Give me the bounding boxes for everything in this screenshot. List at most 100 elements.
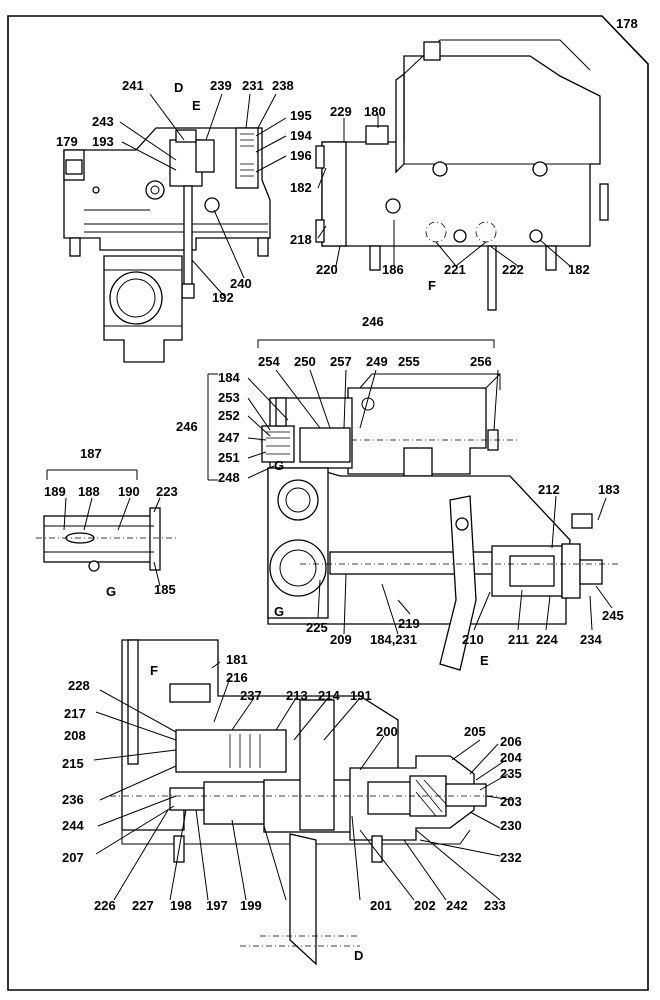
part-label: 209: [330, 632, 352, 647]
part-label: 241: [122, 78, 144, 93]
view-letter-d-top: D: [174, 80, 183, 95]
part-label: 192: [212, 290, 234, 305]
part-label: 202: [414, 898, 436, 913]
part-label: 197: [206, 898, 228, 913]
part-label: 230: [500, 818, 522, 833]
part-label: 182: [568, 262, 590, 277]
part-label: 198: [170, 898, 192, 913]
part-label: 189: [44, 484, 66, 499]
part-label: 236: [62, 792, 84, 807]
part-label: 190: [118, 484, 140, 499]
part-label: 220: [316, 262, 338, 277]
part-label: 185: [154, 582, 176, 597]
part-label: 244: [62, 818, 84, 833]
part-label: 187: [80, 446, 102, 461]
view-letter-d-bottom: D: [354, 948, 363, 963]
part-label: 257: [330, 354, 352, 369]
part-label: 231: [242, 78, 264, 93]
part-label: 223: [156, 484, 178, 499]
part-label: 196: [290, 148, 312, 163]
part-label: 233: [484, 898, 506, 913]
part-label: 183: [598, 482, 620, 497]
part-label: 199: [240, 898, 262, 913]
part-label: 193: [92, 134, 114, 149]
part-label: 201: [370, 898, 392, 913]
part-label: 214: [318, 688, 340, 703]
part-label: 240: [230, 276, 252, 291]
part-label: 206: [500, 734, 522, 749]
middle-view: [207, 339, 620, 671]
part-label: 238: [272, 78, 294, 93]
part-label: 191: [350, 688, 372, 703]
part-label: 218: [290, 232, 312, 247]
part-label: 194: [290, 128, 312, 143]
part-label: 254: [258, 354, 280, 369]
part-label: 252: [218, 408, 240, 423]
part-label: 235: [500, 766, 522, 781]
part-label: 219: [398, 616, 420, 631]
leader-lines: [63, 93, 613, 901]
part-label: 245: [602, 608, 624, 623]
part-label: 182: [290, 180, 312, 195]
part-label: 208: [64, 728, 86, 743]
part-label: 242: [446, 898, 468, 913]
part-label: 216: [226, 670, 248, 685]
part-label: 226: [94, 898, 116, 913]
part-label: 204: [500, 750, 522, 765]
view-letter-g-lower: G: [274, 604, 284, 619]
part-label: 250: [294, 354, 316, 369]
top-left-view: [63, 127, 271, 363]
part-label: 222: [502, 262, 524, 277]
part-label: 228: [68, 678, 90, 693]
sheet-number: 178: [616, 16, 638, 31]
part-label: 212: [538, 482, 560, 497]
part-label: 224: [536, 632, 558, 647]
part-label: 251: [218, 450, 240, 465]
part-label: 207: [62, 850, 84, 865]
view-letter-f-top: F: [428, 278, 436, 293]
part-label: 225: [306, 620, 328, 635]
part-label: 221: [444, 262, 466, 277]
part-label: 229: [330, 104, 352, 119]
part-label: 232: [500, 850, 522, 865]
part-label: 179: [56, 134, 78, 149]
part-label: 210: [462, 632, 484, 647]
top-right-view: [315, 39, 609, 311]
part-label: 186: [382, 262, 404, 277]
part-label: 200: [376, 724, 398, 739]
part-label: 227: [132, 898, 154, 913]
part-label: 180: [364, 104, 386, 119]
part-label: 184: [218, 370, 240, 385]
part-label: 184,231: [370, 632, 417, 647]
detail-g: [36, 469, 176, 572]
part-label: 239: [210, 78, 232, 93]
part-label: 181: [226, 652, 248, 667]
part-label: 188: [78, 484, 100, 499]
part-label: 213: [286, 688, 308, 703]
view-letter-e-mid: E: [480, 653, 489, 668]
part-label: 195: [290, 108, 312, 123]
part-label: 249: [366, 354, 388, 369]
view-letter-g-detail: G: [106, 584, 116, 599]
bottom-view: [110, 639, 500, 966]
part-label: 203: [500, 794, 522, 809]
part-label: 243: [92, 114, 114, 129]
part-label: 255: [398, 354, 420, 369]
part-label: 205: [464, 724, 486, 739]
part-label: 234: [580, 632, 602, 647]
view-letter-e-top: E: [192, 98, 201, 113]
part-label: 246: [362, 314, 384, 329]
part-label: 256: [470, 354, 492, 369]
view-letter-f-bottom: F: [150, 663, 158, 678]
part-label: 217: [64, 706, 86, 721]
part-label: 247: [218, 430, 240, 445]
part-label: 253: [218, 390, 240, 405]
part-label: 248: [218, 470, 240, 485]
part-label: 215: [62, 756, 84, 771]
view-letter-g-upper: G: [274, 458, 284, 473]
part-labels: 178 D E F G G G E F D 241 239 231 238 19…: [44, 16, 638, 963]
sheet-border: [7, 15, 649, 991]
part-label: 211: [508, 632, 529, 647]
part-label: 237: [240, 688, 262, 703]
